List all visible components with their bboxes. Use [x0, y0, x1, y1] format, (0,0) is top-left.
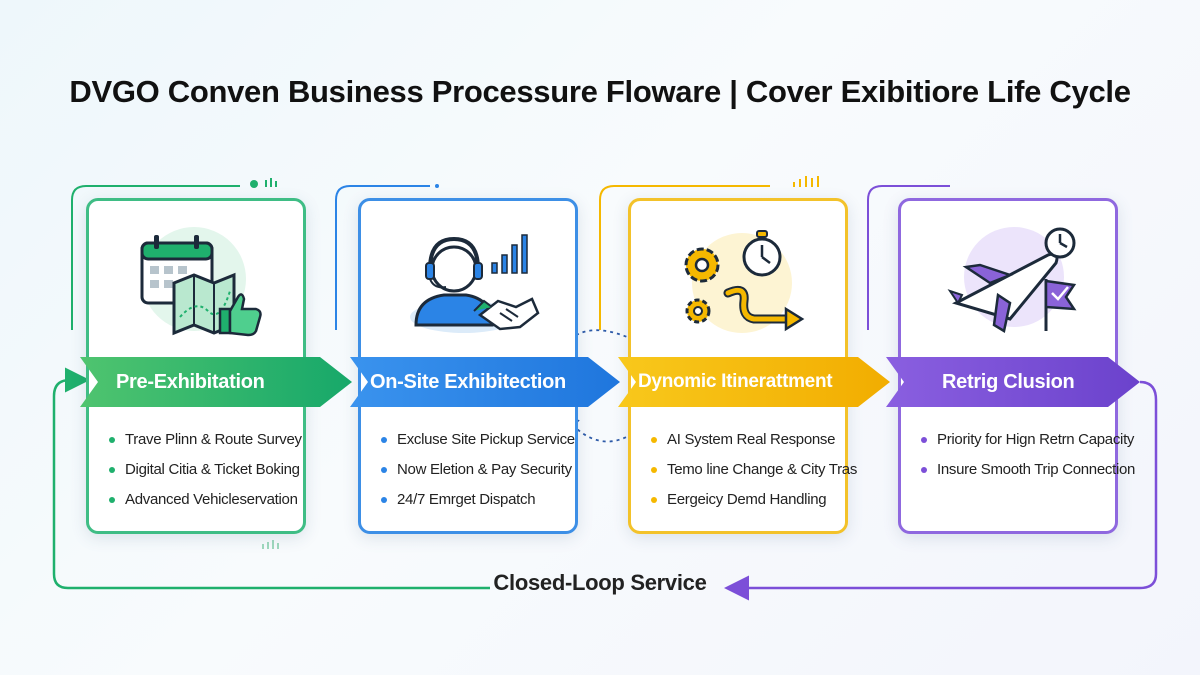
stopwatch-icon — [742, 230, 782, 277]
retrig-bullet-list: Priority for Hign Retrn Capacity Insure … — [921, 425, 1135, 485]
list-item: Insure Smooth Trip Connection — [921, 455, 1135, 485]
pre-exhibitation-bullet-list: Trave Plinn & Route Survey Digital Citia… — [109, 425, 302, 515]
list-item: Temo line Change & City Tras — [651, 455, 857, 485]
gear-icon — [684, 247, 720, 324]
on-site-illustration — [410, 234, 540, 333]
dynomic-bullet-list: AI System Real Response Temo line Change… — [651, 425, 857, 515]
list-item: Excluse Site Pickup Service — [381, 425, 575, 455]
page-title: DVGO Conven Business Processure Floware … — [69, 74, 1131, 109]
thumbs-up-icon — [218, 293, 262, 337]
closed-loop-label: Closed-Loop Service — [493, 570, 707, 595]
decor-chart-icon — [250, 176, 819, 549]
list-item: Eergeicy Demd Handling — [651, 485, 839, 515]
dynomic-illustration — [684, 230, 805, 333]
stage-banner-pre-exhibitation: Pre-Exhibitation — [80, 357, 352, 407]
pre-exhibitation-illustration — [140, 227, 262, 337]
clock-icon — [1044, 227, 1076, 259]
handshake-icon — [473, 297, 540, 331]
route-arrow-icon — [723, 285, 805, 332]
list-item: Now Eletion & Pay Security — [381, 455, 572, 485]
stage-banner-on-site-exhibitection: On-Site Exhibitection — [350, 357, 620, 407]
list-item: AI System Real Response — [651, 425, 839, 455]
bar-chart-icon — [491, 234, 528, 274]
on-site-bullet-list: Excluse Site Pickup Service Now Eletion … — [381, 425, 575, 515]
list-item: Trave Plinn & Route Survey — [109, 425, 302, 455]
stage-banner-retrig-clusion: Retrig Clusion — [886, 357, 1140, 407]
headset-agent-icon — [414, 236, 494, 327]
stage-banner-dynomic-itinerattment: Dynomic Itinerattment — [618, 357, 890, 407]
list-item: 24/7 Emrget Dispatch — [381, 485, 569, 515]
retrig-illustration — [947, 227, 1077, 333]
list-item: Priority for Hign Retrn Capacity — [921, 425, 1134, 455]
flag-icon — [1044, 279, 1077, 331]
list-item: Digital Citia & Ticket Boking — [109, 455, 300, 485]
list-item: Advanced Vehicleservation — [109, 485, 298, 515]
